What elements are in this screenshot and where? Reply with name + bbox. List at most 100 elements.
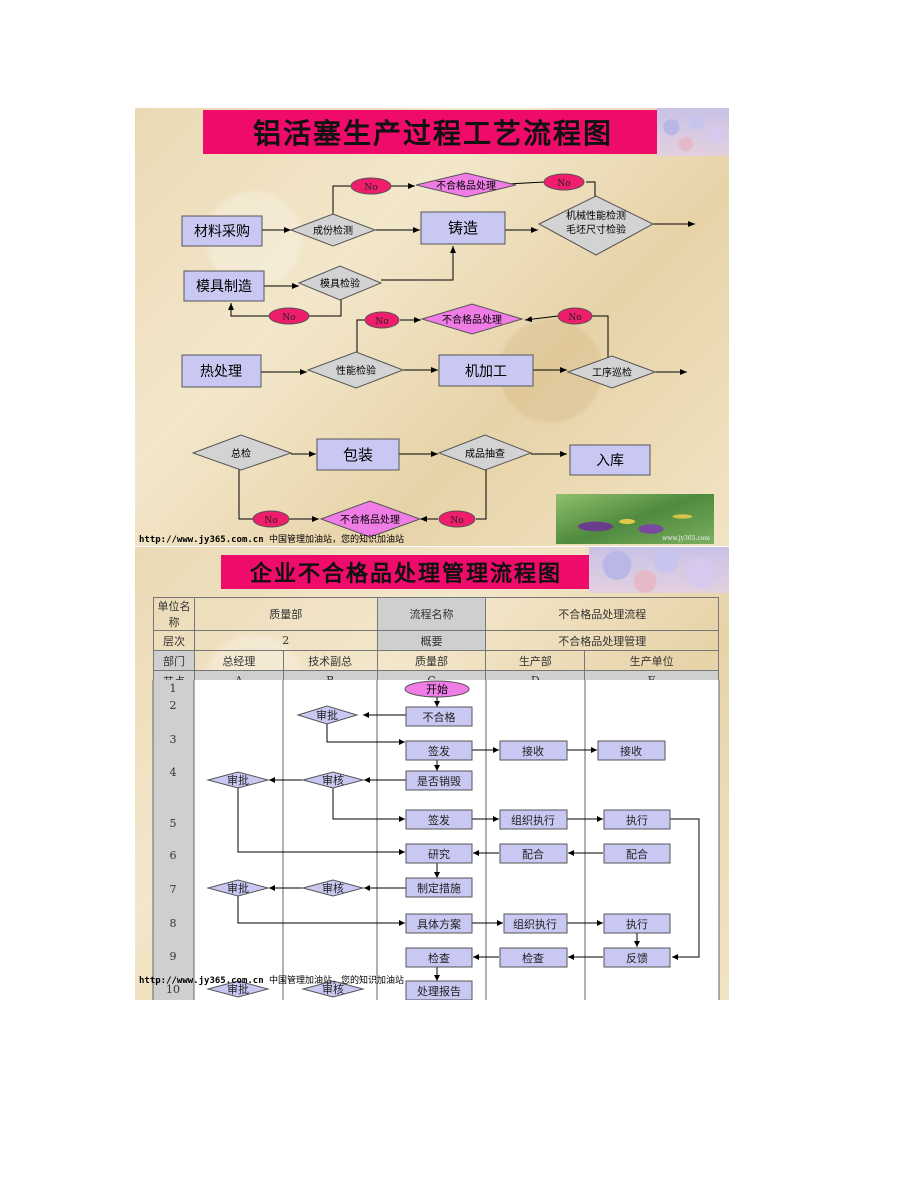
svg-text:审核: 审核 [322,881,344,895]
row-number: 8 [170,917,177,930]
footer-text: 中国管理加油站，您的知识加油站 [269,535,405,545]
floral-decoration [589,547,729,593]
slide2-footer: http://www.jy365.com.cn 中国管理加油站，您的知识加油站 [139,973,404,986]
svg-text:包装: 包装 [343,446,373,464]
diamond-reject-1: 不合格品处理 [415,172,517,198]
svg-text:No: No [282,313,295,323]
svg-text:不合格品处理: 不合格品处理 [436,179,496,192]
box-packing: 包装 [316,438,400,471]
svg-text:成份检测: 成份检测 [313,224,353,237]
slide-aluminum-piston-process: 铝活塞生产过程工艺流程图 [135,108,729,546]
box-materials: 材料采购 [181,215,263,247]
process-swimlane-chart: 1 2 3 4 5 6 7 8 9 10 [152,680,720,1000]
node-start: 开始 [404,680,470,698]
svg-text:审核: 审核 [322,982,344,996]
svg-text:组织执行: 组织执行 [513,917,557,931]
box-heat: 热处理 [181,354,262,388]
row-number: 2 [170,699,177,712]
svg-text:配合: 配合 [522,847,544,861]
svg-text:执行: 执行 [626,917,648,931]
lane-area [194,680,719,1000]
row-number: 10 [166,983,180,996]
footer-url[interactable]: http://www.jy365.com.cn [139,976,264,986]
diamond-sample-check: 成品抽查 [437,434,533,471]
svg-text:No: No [557,179,570,189]
no-badge: No [438,510,476,528]
svg-text:入库: 入库 [596,453,624,469]
no-badge: No [268,307,310,325]
dept-a: 总经理 [193,650,284,671]
svg-text:不合格品处理: 不合格品处理 [442,313,502,326]
svg-text:签发: 签发 [428,744,450,758]
svg-text:反馈: 反馈 [626,952,648,965]
svg-text:接收: 接收 [620,744,642,758]
node-execute-e5: 执行 [603,809,671,830]
svg-text:是否销毁: 是否销毁 [417,774,461,788]
flower-photo: www.jy365.com [556,494,714,544]
diamond-approve-a7: 审批 [206,879,270,897]
dept-e: 生产单位 [584,650,719,671]
svg-text:组织执行: 组织执行 [511,813,555,827]
svg-text:No: No [264,516,277,526]
row-number: 6 [170,849,177,862]
svg-text:工序巡检: 工序巡检 [592,366,632,379]
diamond-process-patrol: 工序巡检 [566,355,657,389]
svg-text:检查: 检查 [428,951,450,965]
svg-text:处理报告: 处理报告 [417,984,461,998]
svg-text:不合格品处理: 不合格品处理 [340,513,400,526]
row-number: 7 [170,883,177,896]
node-destroy-decision: 是否销毁 [405,770,473,791]
row-number: 5 [170,817,177,830]
svg-text:具体方案: 具体方案 [417,917,461,931]
footer-url[interactable]: http://www.jy365.com.cn [139,535,264,545]
diamond-reject-2: 不合格品处理 [420,303,524,335]
box-machining: 机加工 [438,354,534,387]
svg-text:检查: 检查 [522,951,544,965]
node-issue-2: 签发 [405,809,473,830]
diamond-reject-3: 不合格品处理 [319,500,422,538]
svg-text:模具检验: 模具检验 [320,277,360,290]
node-organize-d5: 组织执行 [499,809,568,830]
node-cooperate-e: 配合 [603,843,671,864]
svg-text:No: No [375,317,388,327]
slide1-footer: http://www.jy365.com.cn 中国管理加油站，您的知识加油站 [139,532,404,545]
diamond-final-check: 总检 [191,434,293,471]
diamond-approve-a10: 审批 [206,980,270,998]
svg-text:铸造: 铸造 [448,219,478,237]
svg-text:模具制造: 模具制造 [196,279,252,295]
diamond-performance: 性能检验 [306,351,405,389]
box-storage: 入库 [569,444,651,476]
diamond-mechanical-test: 机械性能检测 毛坯尺寸检验 [537,195,655,256]
row-number-column [153,680,194,1000]
no-badge: No [350,177,392,195]
node-feedback: 反馈 [603,947,671,968]
floral-decoration [657,108,729,156]
svg-text:机加工: 机加工 [465,364,507,380]
diamond-approve-b2: 审批 [296,705,359,725]
node-receive-d: 接收 [499,740,568,761]
node-cooperate-d: 配合 [499,843,568,864]
unit-value: 质量部 [193,597,378,631]
level-label: 层次 [153,630,195,651]
svg-text:开始: 开始 [426,682,448,696]
dept-label: 部门 [153,650,195,671]
node-plan: 具体方案 [405,913,473,934]
svg-text:审批: 审批 [316,708,338,722]
svg-text:制定措施: 制定措施 [417,881,461,895]
svg-text:性能检验: 性能检验 [336,364,376,377]
diamond-approve-a4: 审批 [206,771,270,789]
svg-text:审批: 审批 [227,881,249,895]
svg-text:总检: 总检 [231,447,251,460]
diamond-review-b7: 审核 [301,879,365,897]
diamond-review-b4: 审核 [301,771,365,789]
node-issue-1: 签发 [405,740,473,761]
svg-text:成品抽查: 成品抽查 [465,447,505,460]
svg-text:热处理: 热处理 [200,364,242,380]
svg-text:研究: 研究 [428,847,450,861]
node-organize-d8: 组织执行 [503,913,568,934]
box-casting: 铸造 [420,211,506,245]
svg-text:签发: 签发 [428,813,450,827]
footer-text: 中国管理加油站，您的知识加油站 [269,976,405,986]
node-research: 研究 [405,843,473,864]
svg-text:接收: 接收 [522,744,544,758]
